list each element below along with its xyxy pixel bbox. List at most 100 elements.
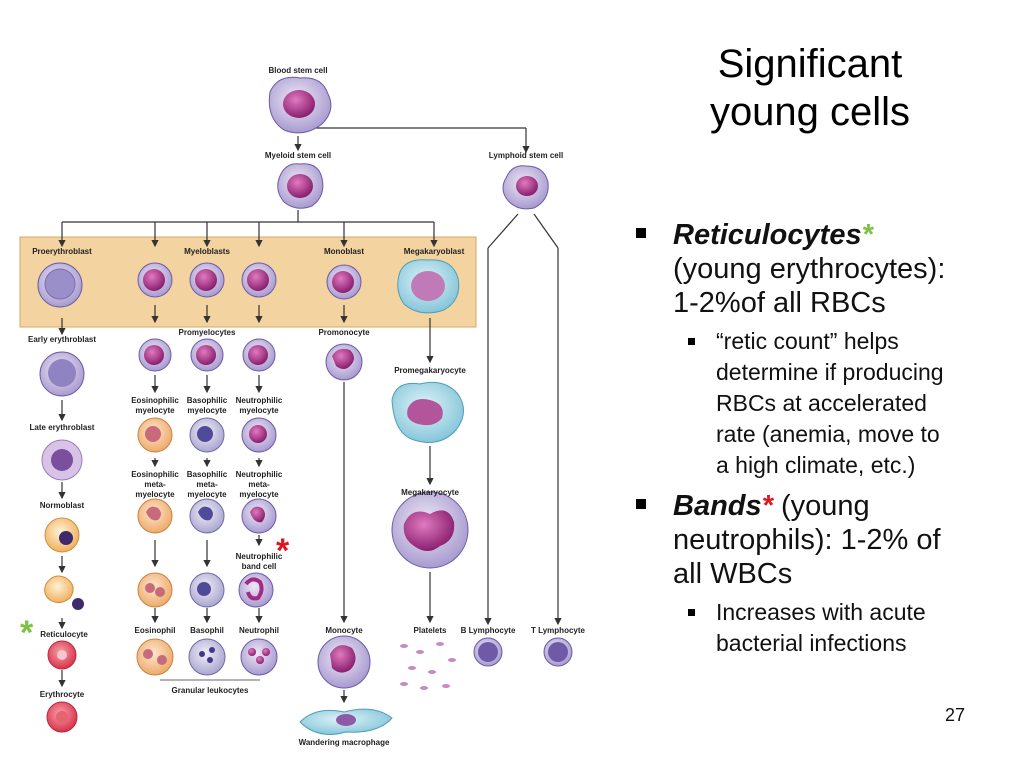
promyelocyte-cell-1: [138, 338, 172, 372]
term-bands: Bands: [673, 490, 762, 522]
basophil-cell: [188, 638, 226, 676]
retic-count-line-5: a high climate, etc.): [716, 452, 916, 478]
label-granular-leukocytes: Granular leukocytes: [172, 686, 249, 695]
label-eosinophilic-myelocyte-1: Eosinophilic: [131, 396, 179, 405]
eosinophilic-metamyelocyte-cell: [137, 498, 173, 534]
label-monocyte: Monocyte: [325, 626, 363, 635]
monocyte-cell: [317, 635, 371, 689]
monoblast-cell: [326, 264, 362, 300]
label-proerythroblast: Proerythroblast: [32, 247, 92, 256]
bullet-bands: Bands* (young neutrophils): 1-2% of all …: [636, 489, 1016, 591]
label-eosinophil: Eosinophil: [135, 626, 176, 635]
lymphoid-stem-cell: [502, 165, 549, 210]
bands-text-3: all WBCs: [673, 558, 793, 590]
platelets-cells: [400, 642, 456, 690]
retic-count-line-4: rate (anemia, move to: [716, 421, 940, 447]
normoblast-cell: [44, 517, 80, 553]
reticulocyte-cell: [47, 640, 77, 670]
label-monoblast: Monoblast: [324, 247, 364, 256]
square-bullet-icon: [636, 228, 646, 238]
label-basophilic-myelocyte-2: myelocyte: [187, 406, 227, 415]
retic-count-line-1: “retic count” helps: [716, 328, 899, 354]
neutrophilic-band-cell: [238, 572, 274, 608]
erythrocyte-cell: [46, 701, 78, 733]
label-reticulocyte: Reticulocyte: [40, 630, 88, 639]
acute-infections-line-2: bacterial infections: [716, 630, 907, 656]
reticulocytes-text-1: (young erythrocytes):: [673, 253, 946, 285]
reticulocyte-asterisk: *: [20, 614, 34, 652]
acute-infections-line-1: Increases with acute: [716, 599, 926, 625]
promonocyte-cell: [325, 343, 363, 381]
retic-count-line-2: determine if producing: [716, 359, 944, 385]
label-myeloid-stem-cell: Myeloid stem cell: [265, 151, 331, 160]
eosinophilic-myelocyte-cell: [137, 417, 173, 453]
bullet-list: Reticulocytes* (young erythrocytes): 1-2…: [636, 218, 1016, 667]
myeloblast-cell-1: [137, 262, 173, 298]
blood-stem-cell: [268, 76, 332, 134]
square-bullet-icon: [688, 338, 695, 345]
slide-title-line-1: Significant: [717, 42, 903, 86]
label-lymphoid-stem-cell: Lymphoid stem cell: [489, 151, 563, 160]
label-b-lymphocyte: B Lymphocyte: [461, 626, 516, 635]
basophilic-myelocyte-cell: [189, 417, 225, 453]
megakaryocyte-cell: [391, 491, 469, 569]
label-neutrophil: Neutrophil: [239, 626, 279, 635]
promegakaryocyte-cell: [391, 381, 464, 443]
neutrophilic-myelocyte-cell: [241, 417, 277, 453]
early-erythroblast-cell: [39, 351, 85, 397]
reticulocyte-precursor-cell: [44, 575, 84, 610]
label-basophilic-metamyelocyte-3: myelocyte: [187, 490, 227, 499]
square-bullet-icon: [636, 499, 646, 509]
sub-bullet-acute-infections: Increases with acute bacterial infection…: [636, 597, 1016, 659]
label-neutrophilic-band-cell-1: Neutrophilic: [236, 552, 283, 561]
neutrophilic-metamyelocyte-cell: [241, 498, 277, 534]
basophil-precursor-cell: [189, 572, 225, 608]
square-bullet-icon: [688, 609, 695, 616]
promyelocyte-cell-2: [190, 338, 224, 372]
megakaryoblast-cell: [397, 259, 460, 314]
label-late-erythroblast: Late erythroblast: [30, 423, 95, 432]
label-blood-stem-cell: Blood stem cell: [268, 66, 327, 75]
label-megakaryoblast: Megakaryoblast: [404, 247, 465, 256]
connector-lines: [58, 127, 562, 704]
bands-text-2: neutrophils): 1-2% of: [673, 524, 941, 556]
label-neutrophilic-myelocyte-1: Neutrophilic: [236, 396, 283, 405]
myeloblast-cell-3: [241, 262, 277, 298]
label-platelets: Platelets: [414, 626, 447, 635]
myeloblast-cell-2: [189, 262, 225, 298]
basophilic-metamyelocyte-cell: [189, 498, 225, 534]
reticulocytes-asterisk: *: [861, 219, 873, 251]
label-normoblast: Normoblast: [40, 501, 85, 510]
label-eosinophilic-metamyelocyte-1: Eosinophilic: [131, 470, 179, 479]
slide-title-line-2: young cells: [709, 90, 911, 134]
label-basophilic-myelocyte-1: Basophilic: [187, 396, 228, 405]
label-basophilic-metamyelocyte-1: Basophilic: [187, 470, 228, 479]
label-eosinophilic-metamyelocyte-3: myelocyte: [135, 490, 175, 499]
reticulocytes-text-2: 1-2%of all RBCs: [673, 287, 886, 319]
label-early-erythroblast: Early erythroblast: [28, 335, 96, 344]
retic-count-line-3: RBCs at accelerated: [716, 390, 927, 416]
sub-bullet-retic-count: “retic count” helps determine if produci…: [636, 326, 1016, 481]
label-neutrophilic-metamyelocyte-1: Neutrophilic: [236, 470, 283, 479]
page-number: 27: [944, 705, 966, 725]
label-wandering-macrophage: Wandering macrophage: [299, 738, 390, 747]
band-cell-asterisk: *: [276, 532, 290, 570]
label-basophil: Basophil: [190, 626, 224, 635]
label-neutrophilic-myelocyte-2: myelocyte: [239, 406, 279, 415]
eosinophil-cell: [136, 638, 174, 676]
hematopoiesis-diagram: Blood stem cell Myeloid stem cell Lympho…: [19, 66, 586, 747]
label-promegakaryocyte: Promegakaryocyte: [394, 366, 466, 375]
eosinophil-precursor-cell: [137, 572, 173, 608]
wandering-macrophage-cell: [299, 708, 393, 735]
label-erythrocyte: Erythrocyte: [40, 690, 85, 699]
label-megakaryocyte: Megakaryocyte: [401, 488, 459, 497]
label-eosinophilic-metamyelocyte-2: meta-: [144, 480, 166, 489]
label-neutrophilic-metamyelocyte-3: myelocyte: [239, 490, 279, 499]
label-neutrophilic-metamyelocyte-2: meta-: [248, 480, 270, 489]
b-lymphocyte-cell: [473, 637, 503, 667]
bands-text-1: (young: [772, 490, 870, 522]
label-promyelocytes: Promyelocytes: [179, 328, 236, 337]
label-t-lymphocyte: T Lymphocyte: [531, 626, 585, 635]
myeloid-stem-cell: [277, 163, 324, 209]
